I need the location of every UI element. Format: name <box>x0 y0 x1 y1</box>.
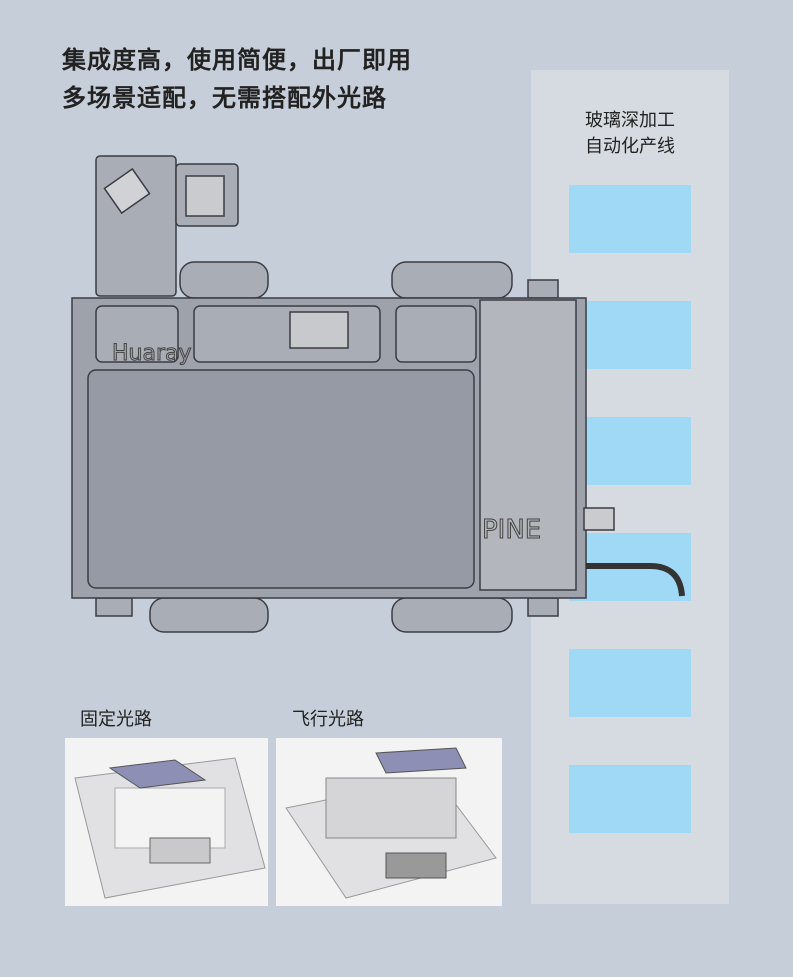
glass-slot <box>569 301 691 369</box>
glass-slot <box>569 765 691 833</box>
panel-title-1: 玻璃深加工 <box>585 110 675 131</box>
glass-slot <box>569 649 691 717</box>
glass-slot <box>569 417 691 485</box>
model-label: PINE <box>482 515 541 545</box>
flying-path-image <box>276 738 502 906</box>
caption-flying-path: 飞行光路 <box>292 709 364 730</box>
headline-line-2: 多场景适配，无需搭配外光路 <box>62 84 387 112</box>
brand-logo: Huaray <box>112 341 192 366</box>
headline-line-1: 集成度高，使用简便，出厂即用 <box>62 46 412 74</box>
glass-slot <box>569 185 691 253</box>
caption-fixed-path: 固定光路 <box>80 709 152 730</box>
laser-module-drawing: Huaray PINE <box>71 155 685 633</box>
panel-title-2: 自动化产线 <box>585 136 675 157</box>
fixed-path-image <box>65 738 268 906</box>
